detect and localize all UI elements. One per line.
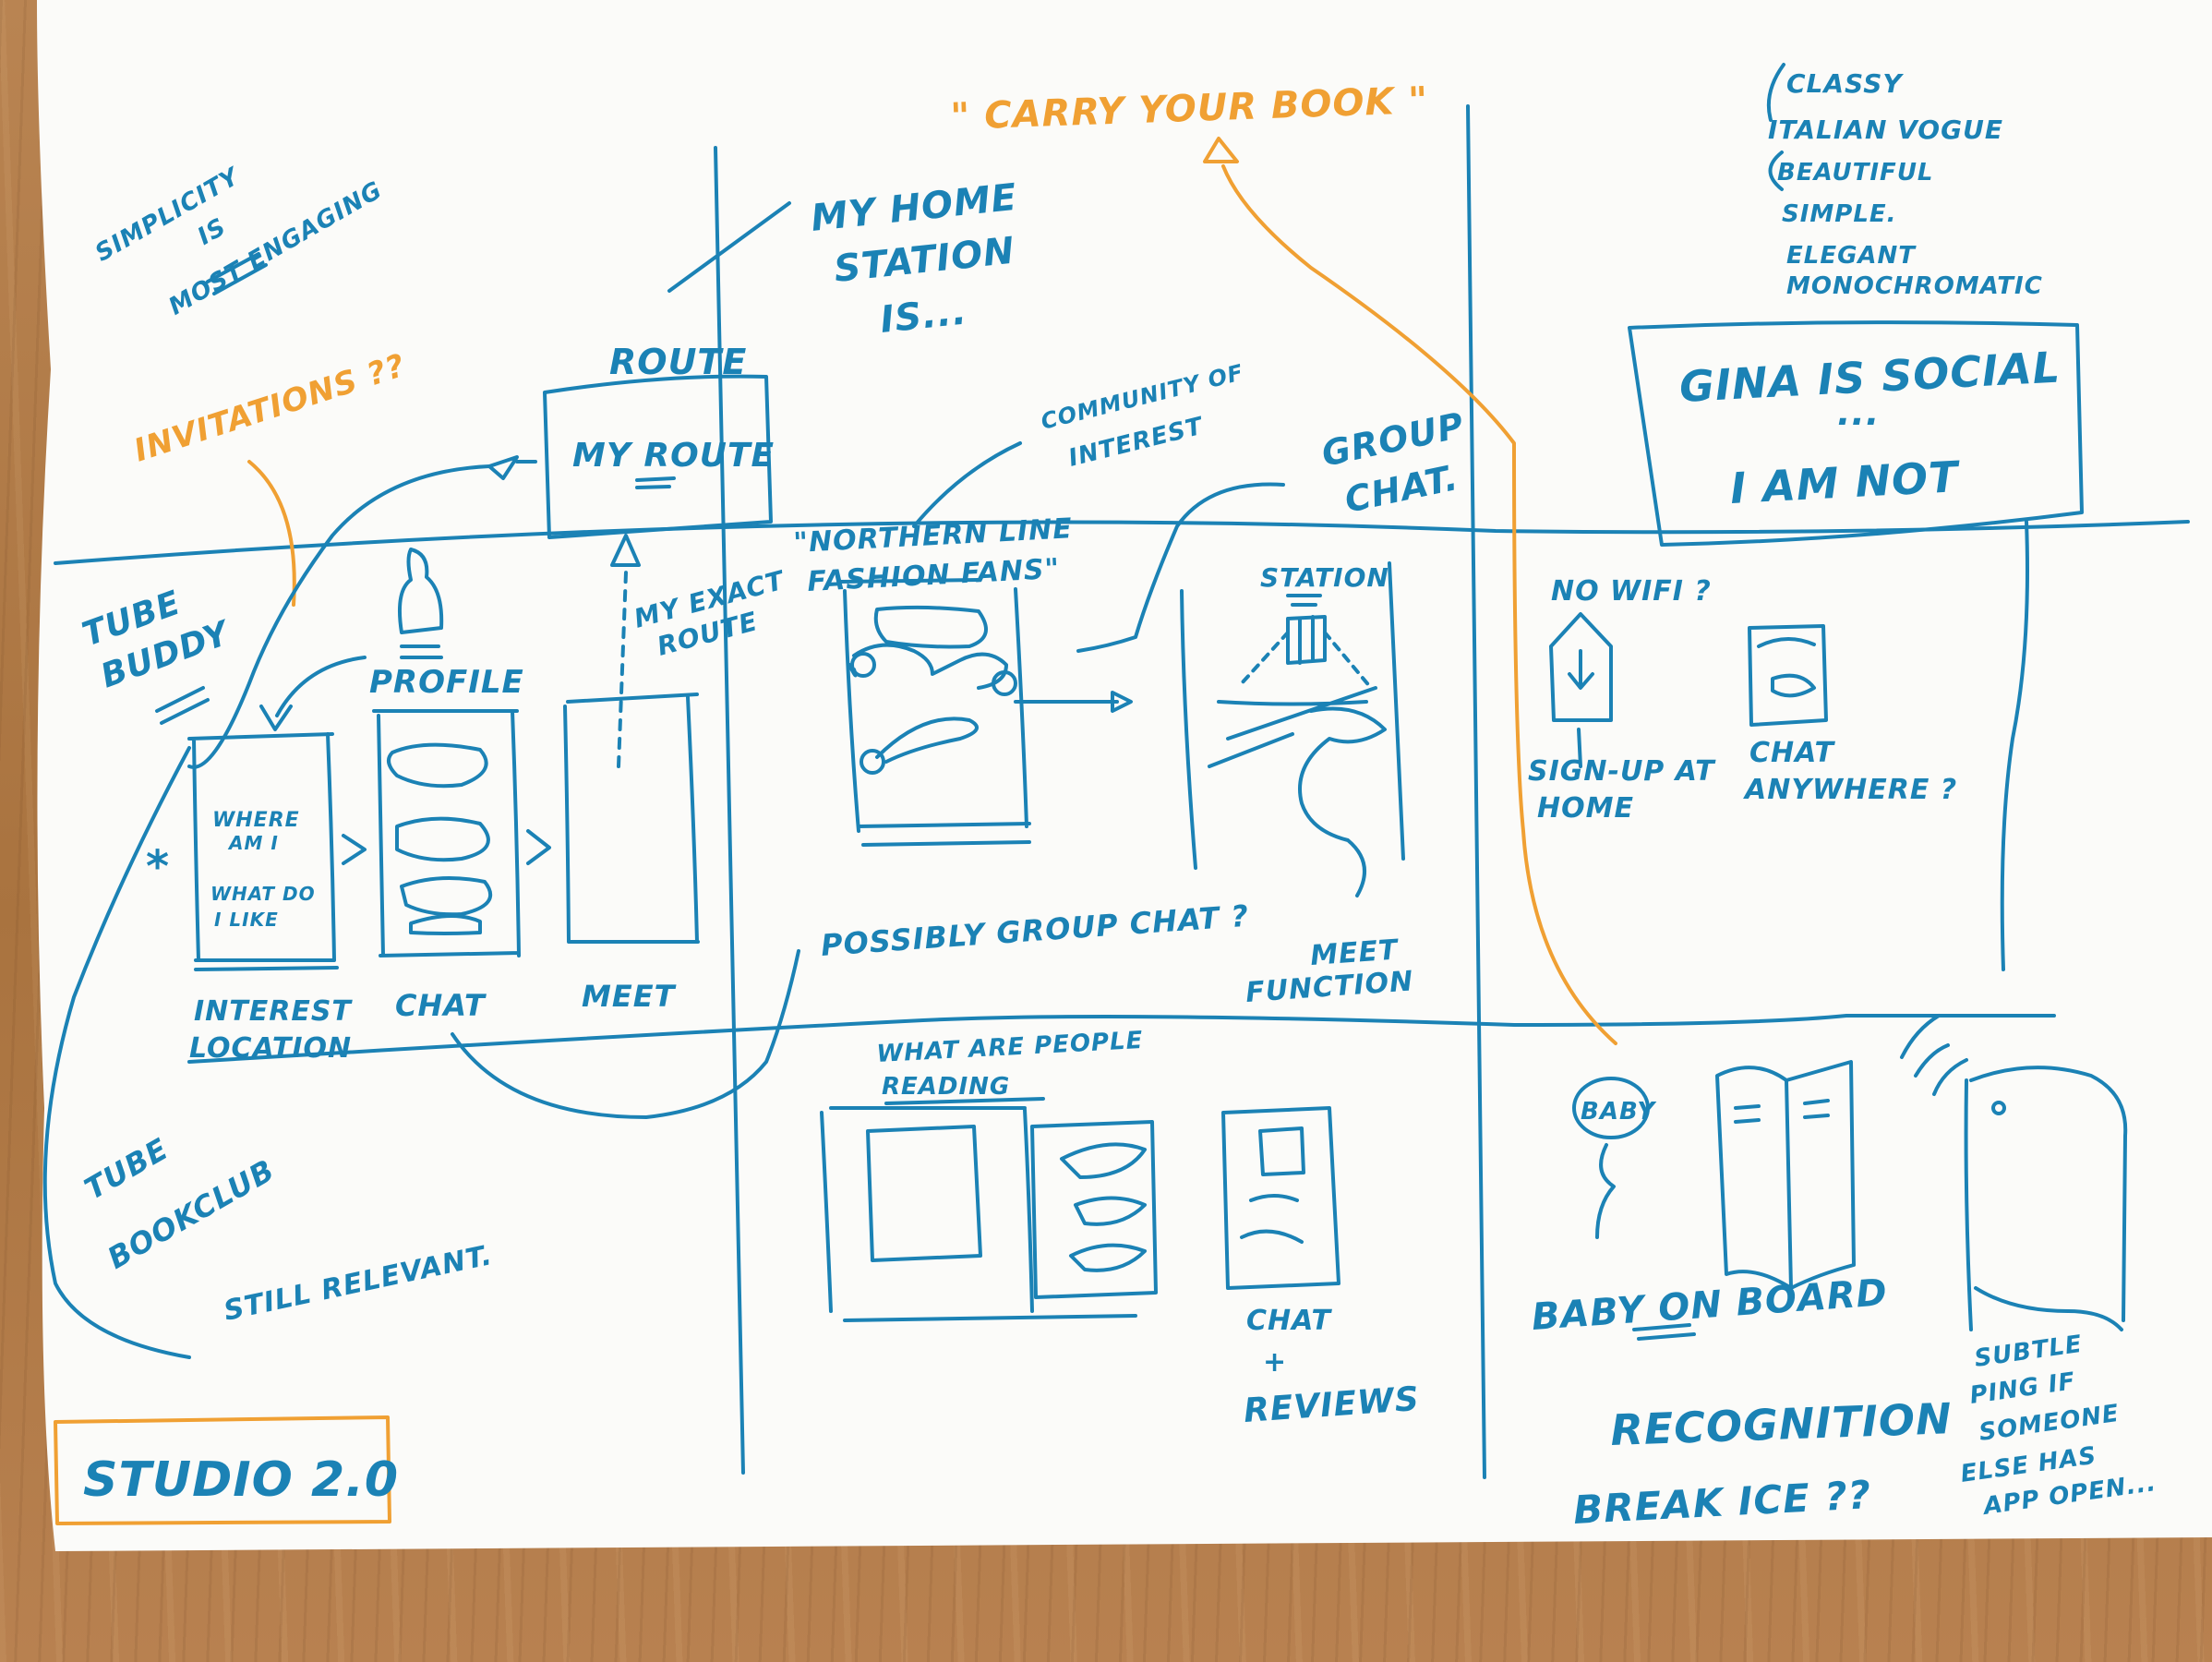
home-icon xyxy=(1549,612,1613,722)
style-elegant: ELEGANT xyxy=(1786,242,1917,270)
tube-bookclub-connector xyxy=(42,746,191,1359)
asterisk-mark: * xyxy=(146,841,170,893)
profile-icon-base xyxy=(400,644,443,659)
style-classy: CLASSY xyxy=(1786,68,1904,99)
signup-line2: HOME xyxy=(1537,792,1634,825)
gina-line2: ... xyxy=(1837,392,1880,433)
screen-fashion-fans xyxy=(843,587,1133,847)
meet-function-line1: MEET xyxy=(1309,933,1401,972)
style-beautiful: BEAUTIFUL xyxy=(1777,159,1934,187)
baby-badge xyxy=(1572,1077,1650,1139)
screen1-line4: I LIKE xyxy=(214,909,279,931)
profile-arrow-line xyxy=(275,656,367,717)
my-route-underline xyxy=(635,476,676,489)
ping-phone-outline xyxy=(1964,1066,2128,1331)
northern-line-underline xyxy=(838,578,980,584)
style-monochromatic: MONOCHROMATIC xyxy=(1786,272,2043,300)
baby-on-board-underline xyxy=(1632,1323,1696,1341)
gina-box xyxy=(1628,320,2084,547)
profile-arrowhead xyxy=(259,705,293,731)
screen1-line1: WHERE xyxy=(212,809,300,832)
screen-station-map: STATION xyxy=(1180,561,1405,897)
invitations-arrow xyxy=(247,460,296,607)
profile-icon xyxy=(398,548,444,634)
style-italian-vogue: ITALIAN VOGUE xyxy=(1768,114,2003,145)
no-wifi-label: NO WIFI ? xyxy=(1551,575,1712,608)
what-reading-line2: READING xyxy=(882,1073,1010,1101)
simplicity-underline xyxy=(206,252,268,295)
exact-route-dotted-line xyxy=(617,571,628,768)
baby-badge-label: BABY xyxy=(1581,1098,1657,1126)
screen-reading-grid xyxy=(820,1106,1340,1322)
profile-label: PROFILE xyxy=(369,664,524,701)
meet-column-label: MEET xyxy=(582,979,677,1014)
group-chat-connector xyxy=(1076,482,1285,653)
screen1-line2: AM I xyxy=(227,832,279,854)
gina-line3: I AM NOT xyxy=(1729,452,1963,513)
ping-phone-dot xyxy=(1991,1101,2006,1115)
baby-badge-clip xyxy=(1595,1143,1616,1239)
ping-signal-icon xyxy=(1900,1014,1968,1096)
screen1-line3: WHAT DO xyxy=(210,883,316,905)
signup-arrow xyxy=(1568,649,1594,768)
community-connector xyxy=(912,441,1022,528)
home-station-connector xyxy=(667,201,791,293)
chat-anywhere-line2: ANYWHERE ? xyxy=(1743,774,1957,806)
chat-column-label: CHAT xyxy=(395,988,487,1023)
tube-buddy-to-route-line xyxy=(187,464,491,769)
screen-interest: WHERE AM I WHAT DO I LIKE xyxy=(187,732,339,971)
my-route-text: MY ROUTE xyxy=(572,437,775,475)
what-reading-underline xyxy=(884,1097,1045,1105)
carry-book-arrowhead xyxy=(1203,137,1239,163)
possibly-group-chat-connector xyxy=(451,949,800,1119)
style-simple: SIMPLE. xyxy=(1782,200,1897,228)
style-bracket-1 xyxy=(1766,63,1785,122)
open-book-icon xyxy=(1715,1060,1856,1290)
book-lines xyxy=(1734,1099,1830,1124)
divider-vertical-2 xyxy=(1466,104,1486,1479)
screen-meet xyxy=(526,692,700,944)
chat-reviews-line2: + xyxy=(1263,1346,1287,1379)
screen-chat xyxy=(342,709,521,957)
style-bracket-2 xyxy=(1768,151,1784,191)
studio-label: STUDIO 2.0 xyxy=(83,1452,399,1508)
exact-route-arrowhead xyxy=(610,534,641,567)
home-station-line3: IS... xyxy=(878,290,969,342)
chat-anywhere-line1: CHAT xyxy=(1749,737,1835,769)
station-label: STATION xyxy=(1260,562,1389,593)
signup-line1: SIGN-UP AT xyxy=(1528,755,1716,788)
chat-reviews-line1: CHAT xyxy=(1246,1305,1332,1337)
studio-box xyxy=(54,1415,391,1525)
divider-horizontal-bottom xyxy=(187,1014,2056,1064)
chat-anywhere-phone-icon xyxy=(1748,624,1828,727)
recognition-label: RECOGNITION xyxy=(1609,1393,1953,1455)
interest-location-line1: INTEREST xyxy=(194,995,353,1028)
chat-anywhere-bubbles xyxy=(1757,636,1816,698)
interest-location-line2: LOCATION xyxy=(189,1032,352,1065)
right-curve xyxy=(2000,520,2029,971)
route-arrowhead xyxy=(487,455,537,480)
ping-phone-smile xyxy=(1974,1286,2123,1331)
tube-buddy-underline xyxy=(155,686,210,725)
divider-vertical-1 xyxy=(714,146,745,1475)
route-box xyxy=(543,374,773,539)
carry-book-arrow-line xyxy=(1221,164,1617,1045)
